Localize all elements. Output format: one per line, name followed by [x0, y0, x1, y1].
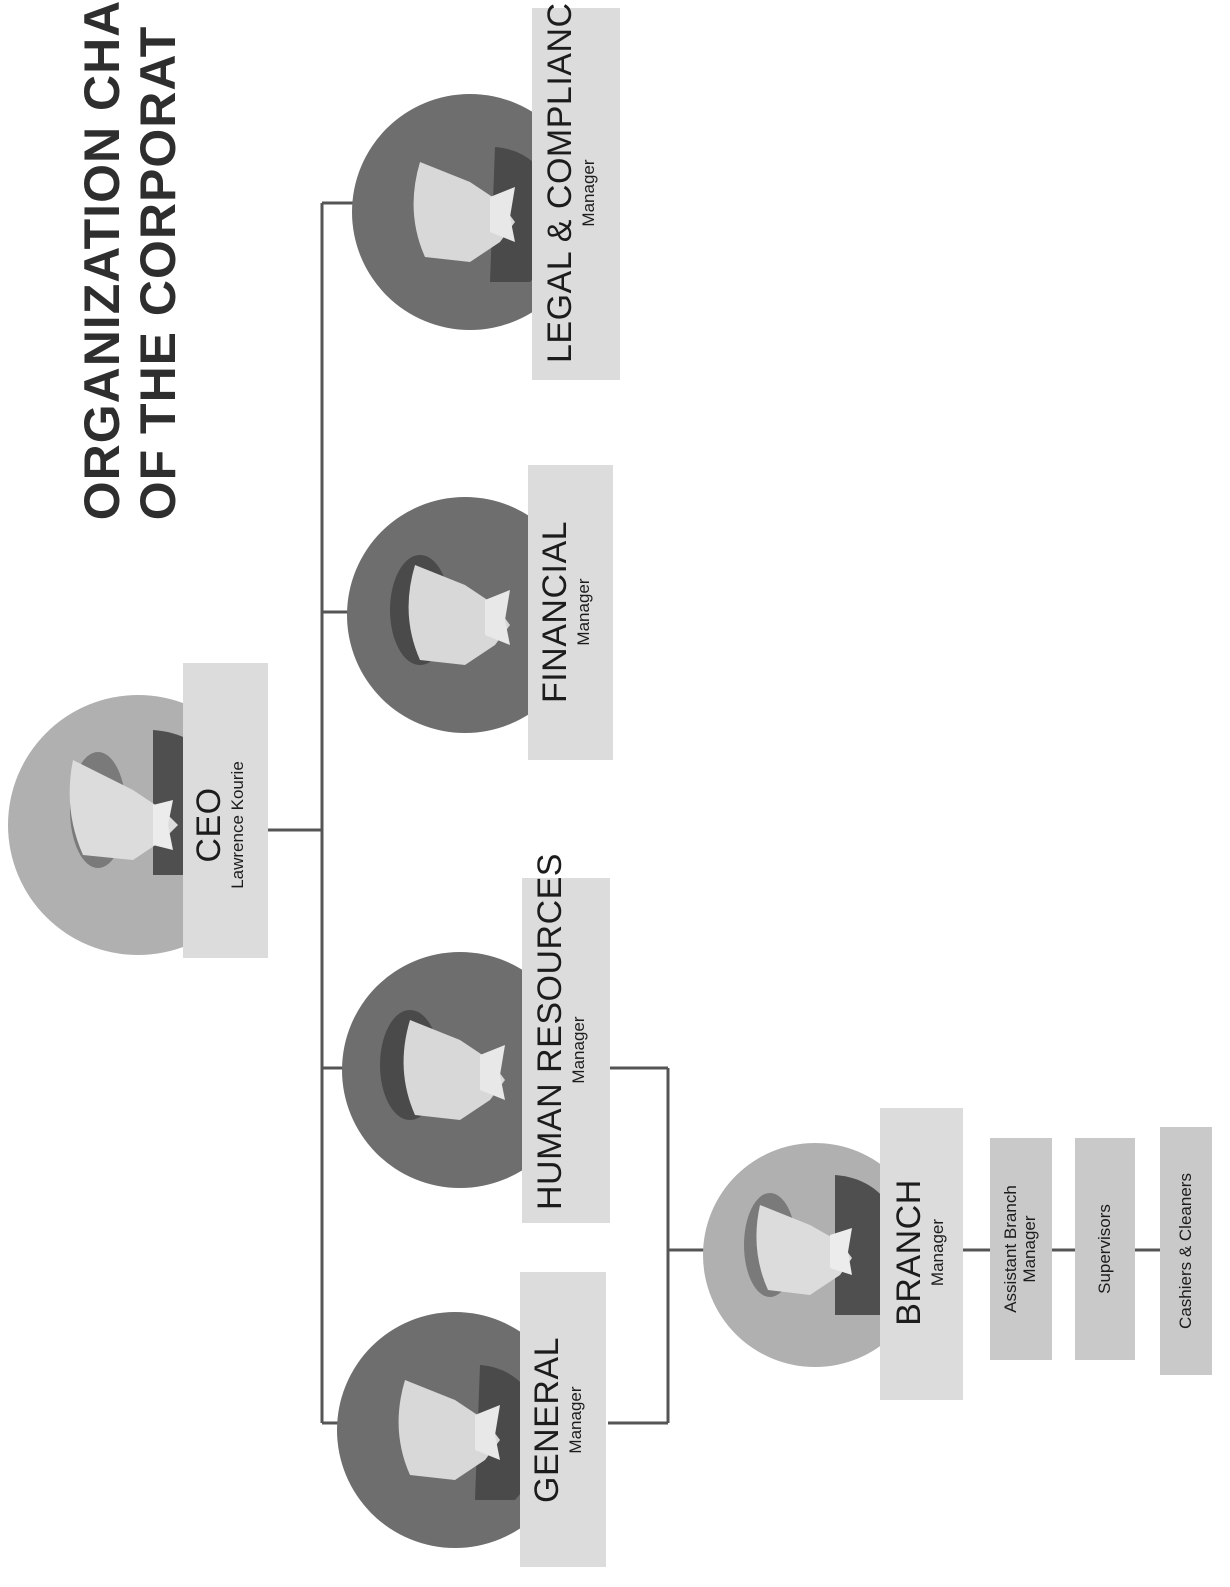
general-plate	[520, 1272, 606, 1567]
hr-avatar-icon	[342, 952, 578, 1188]
assistant-line-2: Manager	[1020, 1215, 1039, 1283]
general-sub: Manager	[566, 1386, 585, 1454]
general-label: GENERAL Manager	[528, 1285, 598, 1555]
financial-avatar-icon	[347, 497, 583, 733]
hr-sub: Manager	[569, 1016, 588, 1084]
cashiers-cleaners-text: Cashiers & Cleaners	[1176, 1173, 1195, 1329]
legal-plate	[532, 8, 620, 380]
hr-label: HUMAN RESOURCES Manager	[531, 853, 601, 1210]
supervisors-label: Supervisors	[1095, 1139, 1115, 1359]
assistant-branch-manager-label: Assistant Branch Manager	[1001, 1139, 1041, 1359]
chart-title: ORGANIZATION CHA OF THE CORPORAT	[50, 0, 210, 520]
legal-sub: Manager	[579, 159, 598, 227]
general-avatar-icon	[337, 1312, 573, 1548]
hr-plate	[522, 878, 610, 1223]
legal-label: LEGAL & COMPLIANCE Manager	[541, 0, 611, 363]
branch-plate	[880, 1108, 963, 1400]
branch-sub: Manager	[928, 1218, 947, 1287]
ceo-name: Lawrence Kourie	[228, 761, 247, 889]
branch-label: BRANCH Manager	[890, 1120, 955, 1385]
financial-sub: Manager	[574, 578, 593, 646]
legal-title: LEGAL & COMPLIANCE	[541, 0, 579, 363]
supervisors-text: Supervisors	[1095, 1204, 1114, 1294]
cashiers-cleaners-label: Cashiers & Cleaners	[1176, 1126, 1196, 1376]
financial-plate	[528, 465, 613, 760]
financial-title: FINANCIAL	[536, 520, 574, 704]
title-line-1: ORGANIZATION CHA	[74, 0, 130, 520]
hr-title: HUMAN RESOURCES	[531, 853, 569, 1210]
branch-title: BRANCH	[890, 1179, 928, 1326]
general-title: GENERAL	[528, 1337, 566, 1503]
assistant-line-1: Assistant Branch	[1001, 1185, 1020, 1313]
cashiers-cleaners-box	[1160, 1127, 1212, 1375]
ceo-plate	[183, 663, 268, 958]
title-line-2: OF THE CORPORAT	[130, 25, 186, 520]
supervisors-box	[1075, 1138, 1135, 1360]
financial-label: FINANCIAL Manager	[536, 477, 606, 747]
ceo-title: CEO	[190, 787, 228, 863]
assistant-branch-manager-box	[990, 1138, 1052, 1360]
ceo-label: CEO Lawrence Kourie	[190, 685, 260, 965]
